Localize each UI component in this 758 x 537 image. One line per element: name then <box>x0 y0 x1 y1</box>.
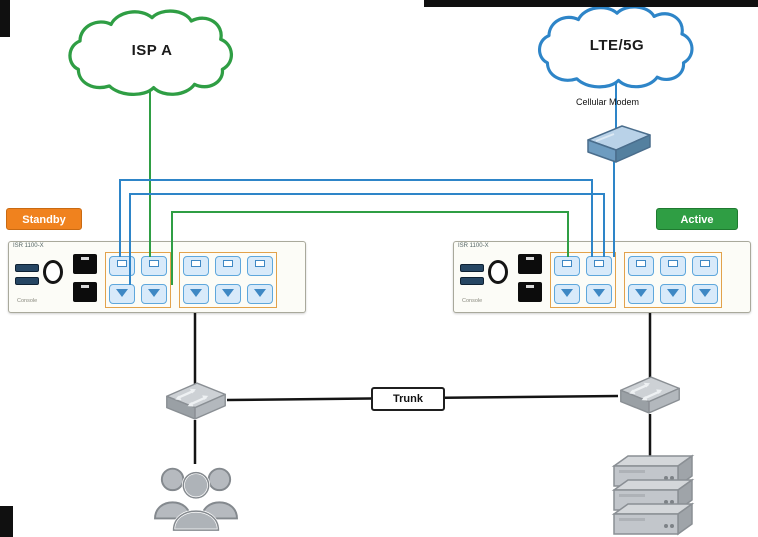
console-label: Console <box>17 298 38 304</box>
active-badge: Active <box>656 208 738 230</box>
switch-icon <box>166 382 226 420</box>
cloud-icon <box>537 5 694 89</box>
screen-artifact <box>0 0 10 37</box>
ethernet-port <box>183 256 209 276</box>
router-active: ISR 1100-X Console <box>453 241 751 313</box>
isp-a-label: ISP A <box>131 42 173 59</box>
ethernet-port <box>215 284 241 304</box>
ethernet-port <box>554 284 580 304</box>
wan-port <box>73 282 97 302</box>
usb-ports-icon <box>15 264 39 290</box>
cellular-modem-icon <box>587 125 651 163</box>
trunk-label: Trunk <box>371 387 445 411</box>
ethernet-port <box>109 284 135 304</box>
switch-icon <box>620 376 680 414</box>
ethernet-port <box>141 256 167 276</box>
cellular-modem-label: Cellular Modem <box>576 97 640 107</box>
port-group <box>179 252 277 308</box>
port-group <box>550 252 616 308</box>
wan-port <box>518 254 542 274</box>
screen-artifact <box>424 0 758 7</box>
port-group <box>105 252 171 308</box>
ethernet-port <box>660 256 686 276</box>
screen-artifact <box>0 506 13 537</box>
user-group <box>146 456 246 536</box>
console-label: Console <box>462 298 483 304</box>
switch-left <box>163 379 229 423</box>
ethernet-port <box>692 256 718 276</box>
switch-right <box>617 373 683 417</box>
port-group <box>624 252 722 308</box>
lte-5g-cloud: LTE/5G <box>532 2 702 98</box>
ethernet-port <box>141 284 167 304</box>
ethernet-port <box>247 256 273 276</box>
console-port-icon <box>488 260 508 284</box>
cellular-modem <box>580 120 654 168</box>
ethernet-port <box>628 256 654 276</box>
router-standby: ISR 1100-X Console <box>8 241 306 313</box>
server-stack <box>606 450 698 536</box>
usb-ports-icon <box>460 264 484 290</box>
ethernet-port <box>628 284 654 304</box>
lte-5g-label: LTE/5G <box>589 36 645 54</box>
console-port-icon <box>43 260 63 284</box>
ethernet-port <box>183 284 209 304</box>
cloud-icon <box>68 9 233 96</box>
device-model-label: ISR 1100-X <box>13 243 44 249</box>
ethernet-port <box>109 256 135 276</box>
isp-a-cloud: ISP A <box>62 6 242 106</box>
standby-badge: Standby <box>6 208 82 230</box>
ethernet-port <box>586 256 612 276</box>
ethernet-port <box>660 284 686 304</box>
wan-port <box>518 282 542 302</box>
server-stack-icon <box>611 454 695 536</box>
device-model-label: ISR 1100-X <box>458 243 489 249</box>
ethernet-port <box>247 284 273 304</box>
ethernet-port <box>215 256 241 276</box>
wan-port <box>73 254 97 274</box>
ethernet-port <box>554 256 580 276</box>
ethernet-port <box>586 284 612 304</box>
ethernet-port <box>692 284 718 304</box>
user-group-icon <box>154 467 238 532</box>
